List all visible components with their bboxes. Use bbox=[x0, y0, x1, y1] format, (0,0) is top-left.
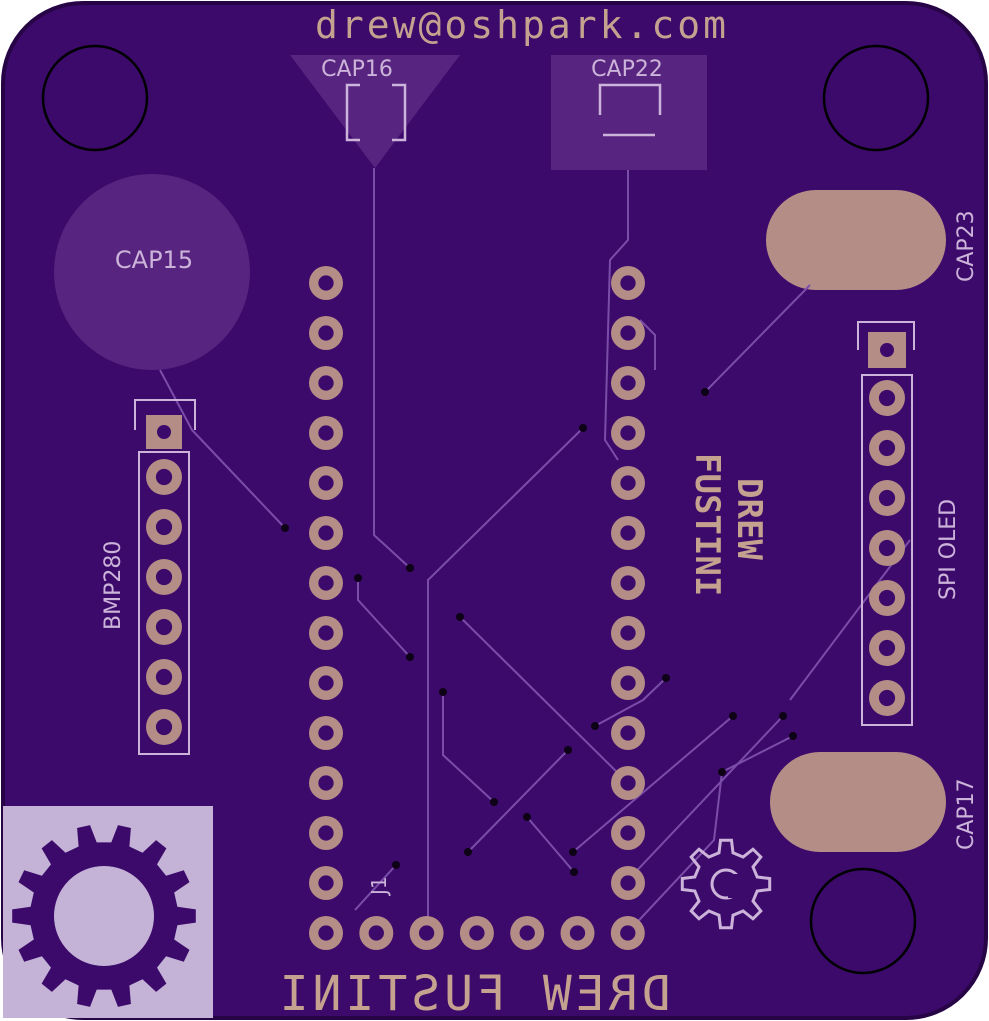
mounting-hole-icon bbox=[809, 867, 917, 975]
bmp280-pin bbox=[146, 559, 182, 595]
credit-name-line2: FUSTINI bbox=[687, 453, 727, 596]
mounting-hole-icon bbox=[41, 44, 149, 152]
spi-oled-pin bbox=[869, 530, 905, 566]
spi-oled-pin bbox=[869, 480, 905, 516]
bmp280-drill bbox=[157, 425, 171, 439]
j1-pin bbox=[309, 566, 343, 600]
j1-pin bbox=[611, 466, 645, 500]
spi-oled-pin bbox=[869, 630, 905, 666]
spi-oled-pin1-mark bbox=[857, 321, 915, 350]
j1-label: J1 bbox=[367, 876, 391, 897]
bmp280-pin bbox=[146, 459, 182, 495]
j1-pin bbox=[510, 916, 545, 950]
j1-pin bbox=[611, 566, 645, 600]
j1-pin bbox=[611, 816, 645, 850]
j1-pin bbox=[309, 466, 343, 500]
j1-pin bbox=[611, 416, 645, 450]
j1-pin bbox=[611, 266, 645, 300]
j1-pin bbox=[611, 616, 645, 650]
cap17-pad bbox=[770, 752, 946, 852]
bmp280-pin1-mark bbox=[134, 399, 196, 430]
j1-pin bbox=[309, 666, 343, 700]
j1-pin bbox=[459, 916, 494, 950]
open-hardware-logo-icon bbox=[680, 838, 772, 930]
spi-oled-drill bbox=[880, 343, 894, 357]
bmp280-pin bbox=[146, 609, 182, 645]
j1-pin bbox=[611, 316, 645, 350]
oshw-gear-icon bbox=[12, 825, 196, 1007]
bmp280-pin bbox=[146, 709, 182, 745]
traces bbox=[159, 168, 911, 933]
j1-right-pins bbox=[611, 266, 645, 900]
cap16-outline bbox=[345, 83, 407, 142]
bmp280-pin bbox=[146, 509, 182, 545]
j1-pin bbox=[560, 916, 595, 950]
spi-oled-outline bbox=[861, 374, 913, 726]
cap22-label: CAP22 bbox=[591, 57, 663, 82]
cap16-label: CAP16 bbox=[321, 57, 393, 82]
j1-pin bbox=[309, 716, 343, 750]
spi-oled-pin bbox=[869, 430, 905, 466]
j1-pin bbox=[611, 666, 645, 700]
bmp280-pin bbox=[146, 659, 182, 695]
j1-pin bbox=[309, 416, 343, 450]
bmp280-outline bbox=[138, 451, 190, 755]
cap23-label: CAP23 bbox=[954, 210, 979, 282]
bmp280-pins bbox=[146, 459, 182, 745]
j1-bottom-pins bbox=[309, 916, 645, 950]
cap15-label: CAP15 bbox=[115, 246, 193, 274]
j1-pin bbox=[611, 716, 645, 750]
j1-pin bbox=[309, 366, 343, 400]
j1-pin bbox=[359, 916, 394, 950]
j1-left-pins bbox=[309, 266, 343, 900]
j1-pin bbox=[309, 266, 343, 300]
cap22-outline bbox=[598, 83, 662, 137]
j1-pin bbox=[611, 366, 645, 400]
j1-pin bbox=[409, 916, 444, 950]
spi-oled-pin bbox=[869, 680, 905, 716]
spi-oled-pin bbox=[869, 380, 905, 416]
cap22-zone bbox=[551, 55, 707, 170]
spi-oled-pins bbox=[869, 380, 905, 716]
j1-pin bbox=[611, 866, 645, 900]
j1-pin bbox=[309, 616, 343, 650]
mounting-hole-icon bbox=[822, 44, 930, 152]
cap17-label: CAP17 bbox=[954, 778, 979, 850]
spi-oled-label: SPI OLED bbox=[936, 499, 961, 600]
j1-pin bbox=[611, 766, 645, 800]
cap15-pad bbox=[54, 174, 250, 370]
credit-name-line1: DREW bbox=[729, 478, 769, 560]
j1-pin bbox=[309, 516, 343, 550]
j1-pin bbox=[611, 516, 645, 550]
cap16-zone bbox=[290, 55, 460, 168]
j1-pin bbox=[309, 316, 343, 350]
j1-pin bbox=[309, 916, 343, 950]
header-email: drew@oshpark.com bbox=[315, 3, 729, 47]
bmp280-label: BMP280 bbox=[101, 541, 126, 630]
cap23-pad bbox=[766, 190, 946, 290]
credit-bottom-mirrored: DREW FUSTINI bbox=[276, 966, 671, 1021]
j1-pin bbox=[610, 916, 645, 950]
spi-oled-pin bbox=[869, 580, 905, 616]
j1-pin bbox=[309, 816, 343, 850]
j1-pin bbox=[309, 866, 343, 900]
j1-pin bbox=[309, 766, 343, 800]
vias bbox=[281, 388, 797, 876]
